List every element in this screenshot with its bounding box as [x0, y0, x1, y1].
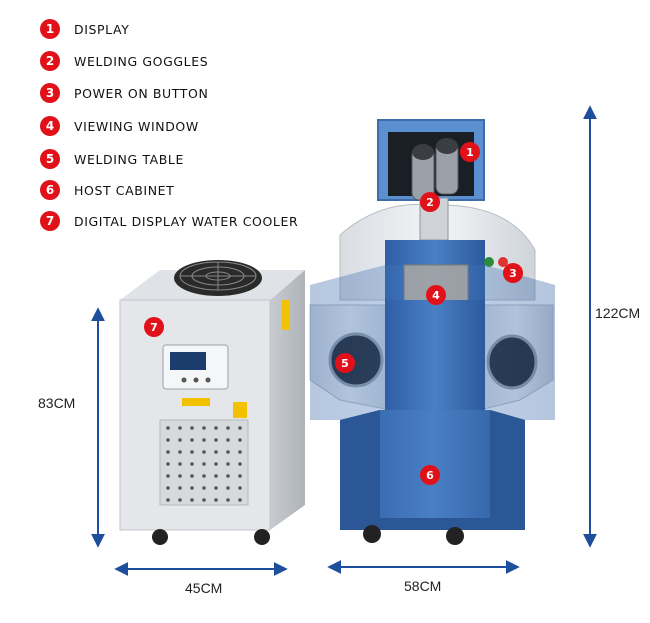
svg-text:4: 4 — [432, 289, 440, 302]
legend-item-welding-table: 5 WELDING TABLE — [40, 148, 184, 170]
legend-item-power-on-button: 3 POWER ON BUTTON — [40, 82, 208, 104]
legend-item-display: 1 DISPLAY — [40, 18, 129, 40]
legend-item-water-cooler: 7 DIGITAL DISPLAY WATER COOLER — [40, 210, 298, 232]
legend-item-viewing-window: 4 VIEWING WINDOW — [40, 115, 199, 137]
welding-machine — [309, 119, 555, 545]
callout-badge-7: 7 — [144, 317, 164, 337]
water-cooler — [119, 260, 305, 545]
svg-text:7: 7 — [150, 321, 158, 334]
legend-label-welding-goggles: WELDING GOGGLES — [74, 53, 209, 69]
legend-label-water-cooler: DIGITAL DISPLAY WATER COOLER — [74, 213, 299, 229]
legend-label-display: DISPLAY — [74, 21, 130, 37]
legend-badge-2: 2 — [40, 51, 60, 71]
svg-text:6: 6 — [426, 469, 434, 482]
legend-label-welding-table: WELDING TABLE — [74, 151, 184, 167]
callout-badge-5: 5 — [335, 353, 355, 373]
legend-badge-1: 1 — [40, 19, 60, 39]
legend-item-host-cabinet: 6 HOST CABINET — [40, 179, 174, 201]
cooler-width-label: 45CM — [185, 580, 223, 596]
cooler-height-label: 83CM — [38, 395, 76, 411]
svg-text:1: 1 — [466, 146, 474, 159]
welder-width-label: 58CM — [404, 578, 442, 594]
legend-badge-7: 7 — [40, 211, 60, 231]
legend-item-welding-goggles: 2 WELDING GOGGLES — [40, 50, 208, 72]
legend-label-host-cabinet: HOST CABINET — [74, 182, 175, 198]
legend-label-viewing-window: VIEWING WINDOW — [74, 118, 199, 134]
callout-badge-6: 6 — [420, 465, 440, 485]
legend-badge-3: 3 — [40, 83, 60, 103]
callout-badge-2: 2 — [420, 192, 440, 212]
svg-text:2: 2 — [426, 196, 434, 209]
svg-text:5: 5 — [341, 357, 349, 370]
callout-badge-3: 3 — [503, 263, 523, 283]
legend-label-power-on-button: POWER ON BUTTON — [74, 85, 209, 101]
welder-height-label: 122CM — [595, 305, 641, 321]
legend-badge-6: 6 — [40, 180, 60, 200]
legend-badge-4: 4 — [40, 116, 60, 136]
callout-badge-4: 4 — [426, 285, 446, 305]
svg-text:3: 3 — [509, 267, 517, 280]
legend-badge-5: 5 — [40, 149, 60, 169]
callout-badge-1: 1 — [460, 142, 480, 162]
